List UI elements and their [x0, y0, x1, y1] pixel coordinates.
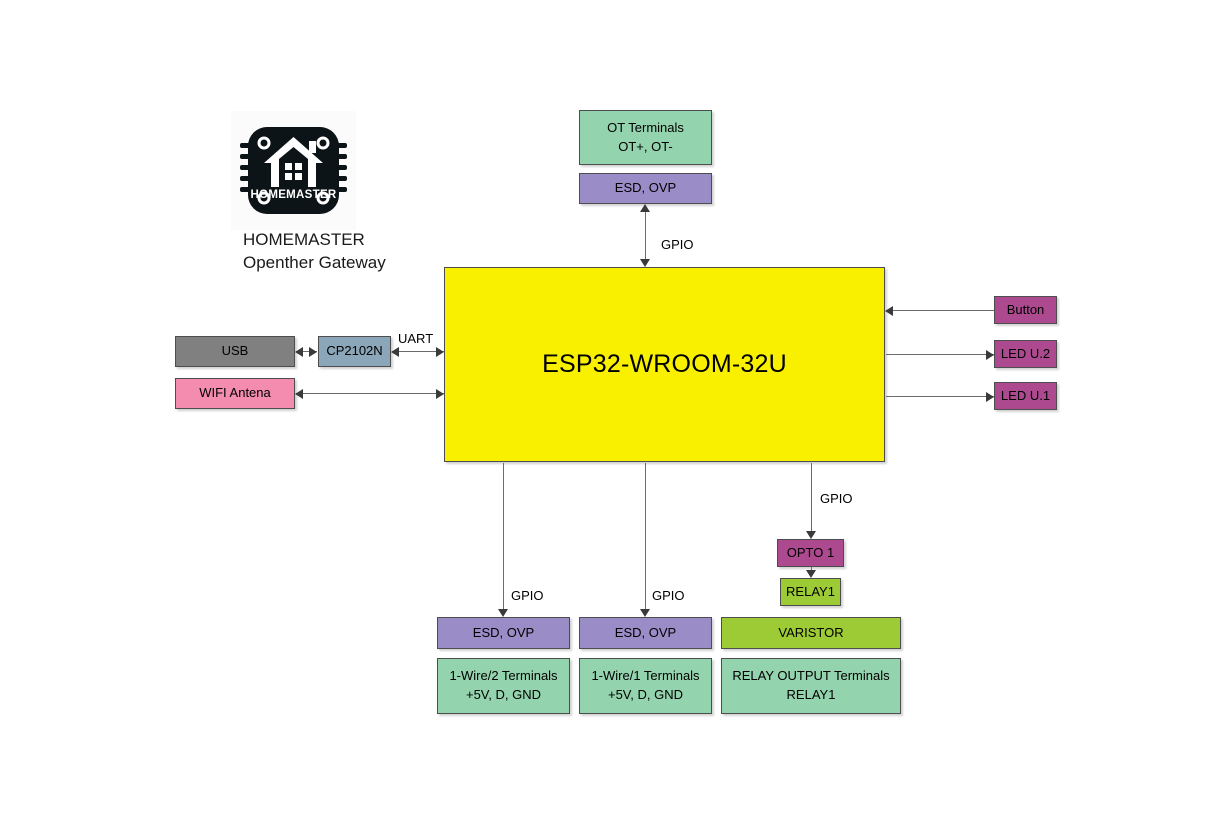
arrowhead-uart-left	[391, 347, 399, 357]
arrowhead-esd-1w1-down	[640, 609, 650, 617]
node-ot-terminals: OT Terminals OT+, OT-	[579, 110, 712, 165]
esd-1w1-label: ESD, OVP	[614, 624, 677, 640]
node-esd-ovp-1w1: ESD, OVP	[579, 617, 712, 649]
arrowhead-ot-down	[640, 259, 650, 267]
node-led-u1: LED U.1	[994, 382, 1057, 410]
arrowhead-wifi-left	[295, 389, 303, 399]
edge-label-onewire2-gpio: GPIO	[511, 588, 544, 603]
node-led-u2: LED U.2	[994, 340, 1057, 368]
arrowhead-led-u2-right	[986, 350, 994, 360]
node-esp32-wroom-32u: ESP32-WROOM-32U	[444, 267, 885, 462]
ot-esd-label: ESD, OVP	[614, 180, 677, 196]
relay1-label: RELAY1	[786, 583, 835, 599]
homemaster-chip-house-logo-icon: HOMEMASTER	[240, 127, 347, 214]
varistor-label: VARISTOR	[778, 624, 844, 640]
node-wifi-antenna: WIFI Antena	[175, 378, 295, 409]
arrowhead-led-u1-right	[986, 392, 994, 402]
relay-out-line-1: RELAY OUTPUT Terminals	[732, 668, 890, 684]
button-label: Button	[1006, 301, 1045, 317]
arrowhead-usb-left	[295, 347, 303, 357]
onewire2-line-2: +5V, D, GND	[465, 687, 542, 702]
edge-label-opto-gpio: GPIO	[820, 491, 853, 506]
connector-cp2102n-mcu	[392, 351, 444, 352]
connector-mcu-led-u1	[886, 396, 994, 397]
connector-mcu-led-u2	[886, 354, 994, 355]
arrowhead-ot-up	[640, 204, 650, 212]
svg-text:HOMEMASTER: HOMEMASTER	[250, 189, 336, 201]
node-onewire2-terminals: 1-Wire/2 Terminals +5V, D, GND	[437, 658, 570, 714]
connector-ot-mcu	[645, 212, 646, 259]
led-u1-label: LED U.1	[1000, 387, 1051, 403]
node-esd-ovp-1w2: ESD, OVP	[437, 617, 570, 649]
ot-terminals-line-1: OT Terminals	[607, 119, 684, 135]
node-relay1: RELAY1	[780, 578, 841, 606]
edge-label-onewire1-gpio: GPIO	[652, 588, 685, 603]
node-relay-output-terminals: RELAY OUTPUT Terminals RELAY1	[721, 658, 901, 714]
node-button: Button	[994, 296, 1057, 324]
onewire2-line-1: 1-Wire/2 Terminals	[449, 668, 558, 684]
esd-1w2-label: ESD, OVP	[472, 624, 535, 640]
arrowhead-uart-right	[436, 347, 444, 357]
connector-button-mcu	[886, 310, 994, 311]
led-u2-label: LED U.2	[1000, 345, 1051, 361]
connector-mcu-esd-1w1	[645, 463, 646, 609]
arrowhead-opto1-down	[806, 531, 816, 539]
connector-wifi-mcu	[296, 393, 444, 394]
arrowhead-relay1-down	[806, 570, 816, 578]
page-title: HOMEMASTER Openther Gateway	[243, 229, 503, 274]
onewire1-line-1: 1-Wire/1 Terminals	[591, 668, 700, 684]
edge-label-ot-gpio: GPIO	[661, 237, 694, 252]
arrowhead-button-left	[885, 306, 893, 316]
wifi-antenna-label: WIFI Antena	[199, 385, 271, 401]
title-line-1: HOMEMASTER	[243, 230, 365, 249]
node-opto1: OPTO 1	[777, 539, 844, 567]
opto1-label: OPTO 1	[786, 544, 835, 560]
node-ot-esd-ovp: ESD, OVP	[579, 173, 712, 204]
arrowhead-cp2102n-right	[309, 347, 317, 357]
esp32-label: ESP32-WROOM-32U	[542, 350, 787, 379]
node-usb: USB	[175, 336, 295, 367]
edge-label-uart: UART	[398, 331, 434, 346]
relay-out-line-2: RELAY1	[786, 687, 836, 702]
cp2102n-label: CP2102N	[326, 343, 383, 359]
node-cp2102n: CP2102N	[318, 336, 391, 367]
connector-mcu-esd-1w2	[503, 463, 504, 609]
connector-opto1-relay1	[811, 567, 812, 571]
onewire1-line-2: +5V, D, GND	[607, 687, 684, 702]
title-line-2: Openther Gateway	[243, 252, 386, 272]
node-varistor: VARISTOR	[721, 617, 901, 649]
homemaster-logo: HOMEMASTER	[231, 111, 356, 230]
connector-usb-cp2102n	[296, 351, 317, 352]
usb-label: USB	[221, 343, 249, 359]
arrowhead-wifi-right	[436, 389, 444, 399]
connector-mcu-opto1	[811, 463, 812, 531]
arrowhead-esd-1w2-down	[498, 609, 508, 617]
ot-terminals-line-2: OT+, OT-	[618, 138, 673, 154]
node-onewire1-terminals: 1-Wire/1 Terminals +5V, D, GND	[579, 658, 712, 714]
